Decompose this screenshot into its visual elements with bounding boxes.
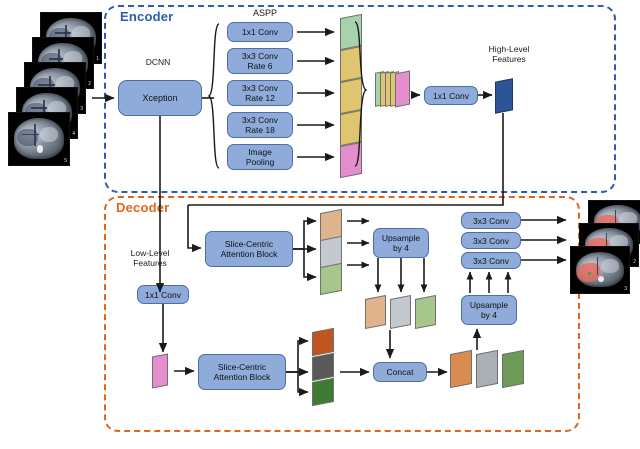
- aspp-branch-rate: Rate 6: [247, 61, 273, 71]
- input-ct-slices: 1 2 3 4 5: [6, 12, 102, 166]
- aspp-branch-1x1-conv[interactable]: 1x1 Conv: [227, 22, 293, 42]
- final-conv-1[interactable]: 3x3 Conv: [461, 212, 521, 229]
- aspp-branch-3x3-rate6[interactable]: 3x3 Conv Rate 6: [227, 48, 293, 74]
- aspp-branch-label2: Pooling: [245, 157, 275, 167]
- low-level-line-2: Features: [133, 258, 167, 268]
- aspp-branch-label: 1x1 Conv: [242, 27, 278, 37]
- upsample-bottom[interactable]: Upsample by 4: [461, 295, 517, 325]
- attention-top-line-2: Attention Block: [220, 249, 278, 259]
- input-slice-5: 5: [8, 112, 70, 166]
- attention-block-bottom[interactable]: Slice-Centric Attention Block: [198, 354, 286, 390]
- final-conv-3[interactable]: 3x3 Conv: [461, 252, 521, 269]
- concat-box[interactable]: Concat: [373, 362, 427, 382]
- xception-block[interactable]: Xception: [118, 80, 202, 116]
- upsample-top-line-2: by 4: [392, 243, 410, 253]
- aspp-branch-3x3-rate12[interactable]: 3x3 Conv Rate 12: [227, 80, 293, 106]
- final-conv-2[interactable]: 3x3 Conv: [461, 232, 521, 249]
- output-slice-3: 3: [570, 246, 630, 294]
- low-level-line-1: Low-Level: [130, 248, 170, 258]
- dcnn-label: DCNN: [145, 57, 171, 67]
- decoder-region-label: Decoder: [116, 200, 170, 215]
- upsample-bottom-line-2: by 4: [480, 310, 498, 320]
- upsample-top-line-1: Upsample: [381, 233, 421, 243]
- encoder-projection-conv[interactable]: 1x1 Conv: [424, 86, 478, 105]
- aspp-label: ASPP: [252, 8, 277, 18]
- aspp-branch-3x3-rate18[interactable]: 3x3 Conv Rate 18: [227, 112, 293, 138]
- high-level-features-label: High-Level Features: [466, 44, 552, 64]
- attention-bottom-line-1: Slice-Centric: [217, 362, 267, 372]
- attention-top-line-1: Slice-Centric: [224, 239, 274, 249]
- aspp-branch-image-pooling[interactable]: Image Pooling: [227, 144, 293, 170]
- attention-block-top[interactable]: Slice-Centric Attention Block: [205, 231, 293, 267]
- encoder-region: [104, 5, 616, 193]
- aspp-branch-rate: Rate 18: [245, 125, 275, 135]
- encoder-region-label: Encoder: [120, 9, 174, 24]
- upsample-top[interactable]: Upsample by 4: [373, 228, 429, 258]
- aspp-branch-rate: Rate 12: [245, 93, 275, 103]
- high-level-line-1: High-Level: [488, 44, 530, 54]
- aspp-branch-label: Image: [248, 147, 272, 157]
- upsample-bottom-line-1: Upsample: [469, 300, 509, 310]
- output-segmented-slices: 1 2 3: [570, 200, 640, 300]
- decoder-region: [104, 196, 580, 432]
- aspp-branch-label: 3x3 Conv: [242, 83, 278, 93]
- aspp-branch-label: 3x3 Conv: [242, 115, 278, 125]
- attention-bottom-line-2: Attention Block: [213, 372, 271, 382]
- high-level-line-2: Features: [492, 54, 526, 64]
- aspp-branch-label: 3x3 Conv: [242, 51, 278, 61]
- low-level-features-label: Low-Level Features: [111, 248, 189, 268]
